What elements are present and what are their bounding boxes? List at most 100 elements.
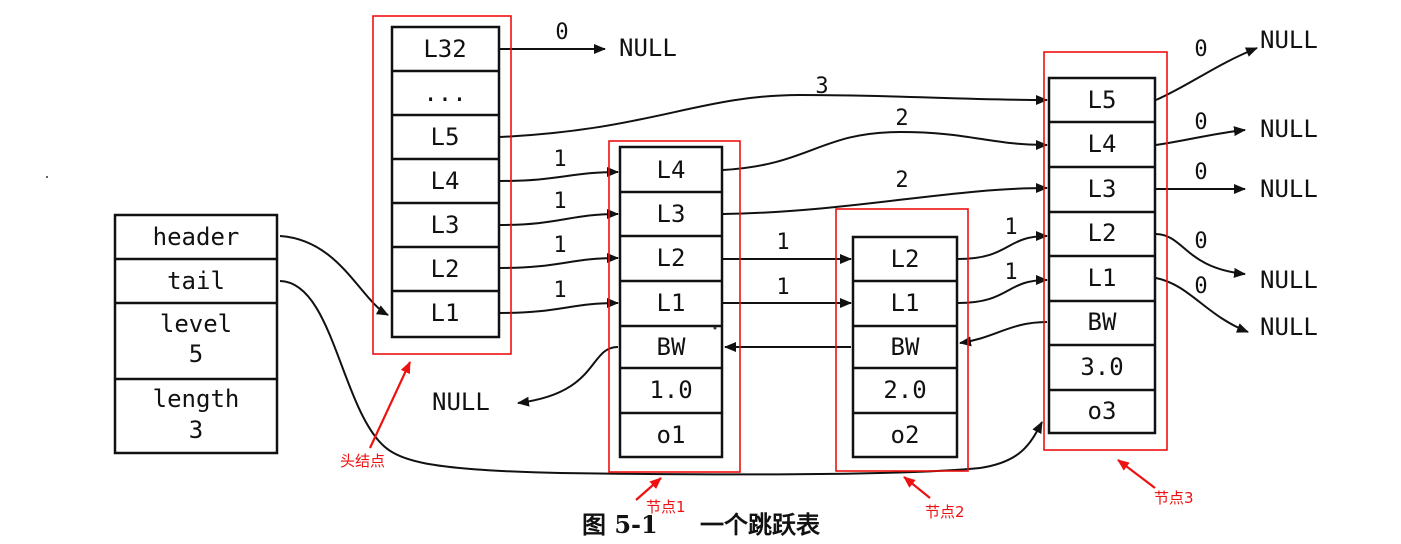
annotations bbox=[369, 15, 1168, 501]
header-level-L2: L2 bbox=[431, 255, 460, 283]
node-3: L5 L4 L3 L2 L1 BW 3.0 o3 bbox=[1047, 76, 1157, 435]
node3-level-L5: L5 bbox=[1088, 86, 1117, 114]
header-level-L1: L1 bbox=[431, 299, 460, 327]
arrow-list-tail bbox=[279, 280, 1043, 476]
node1-obj: o1 bbox=[657, 421, 686, 449]
arrow-list-header bbox=[279, 235, 389, 316]
arrow-node3-bw-node2 bbox=[959, 321, 1048, 347]
annotation-label-node2: 节点2 bbox=[925, 503, 965, 521]
node1-score: 1.0 bbox=[649, 376, 692, 404]
null-node3-L5: NULL bbox=[1260, 26, 1318, 54]
node1-level-L2: L2 bbox=[657, 244, 686, 272]
node3-level-L4: L4 bbox=[1088, 130, 1117, 158]
annotation-label-node3: 节点3 bbox=[1154, 489, 1194, 507]
caption-title: 一个跳跃表 bbox=[700, 510, 821, 539]
header-level-L32: L32 bbox=[423, 35, 466, 63]
arrow-node1-L3-node3 bbox=[722, 183, 1048, 215]
arrow-header-L5-node3 bbox=[499, 93, 1048, 138]
annotation-labels: 头结点 节点1 节点2 节点3 bbox=[340, 452, 1194, 521]
level-field-label: level bbox=[160, 310, 232, 338]
length-field-label: length bbox=[153, 385, 240, 413]
node-2: L2 L1 BW 2.0 o2 bbox=[851, 235, 959, 459]
annotation-box-node1 bbox=[608, 140, 741, 473]
header-node: L32 ... L5 L4 L3 L2 L1 bbox=[390, 25, 501, 339]
span-node1-L4: 2 bbox=[895, 106, 908, 131]
arrow-node3-L1-null bbox=[1155, 277, 1249, 333]
arrow-node1-L4-node3 bbox=[722, 130, 1048, 171]
node3-level-L3: L3 bbox=[1088, 175, 1117, 203]
annotation-box-node3 bbox=[1043, 51, 1168, 451]
node2-backward: BW bbox=[891, 333, 920, 361]
null-header-L32: NULL bbox=[619, 34, 677, 62]
null-node1-bw: NULL bbox=[432, 388, 490, 416]
annotation-box-header bbox=[372, 15, 512, 355]
arrow-node2-L1-node3 bbox=[957, 275, 1048, 304]
span-header-L1: 1 bbox=[553, 278, 566, 303]
arrow-header-L1-node1 bbox=[499, 298, 619, 314]
scan-speck bbox=[713, 326, 717, 330]
span-node2-L2: 1 bbox=[1004, 215, 1017, 240]
span-node3-L3: 0 bbox=[1194, 160, 1207, 185]
figure-caption: 图 5-1 一个跳跃表 bbox=[582, 510, 821, 539]
node-1: L4 L3 L2 L1 BW 1.0 o1 bbox=[618, 145, 724, 459]
null-node3-L2: NULL bbox=[1260, 266, 1318, 294]
node3-level-L2: L2 bbox=[1088, 219, 1117, 247]
span-node3-L4: 0 bbox=[1194, 110, 1207, 135]
span-header-L32: 0 bbox=[555, 20, 568, 45]
arrow-node2-L2-node3 bbox=[957, 231, 1048, 260]
span-header-L4: 1 bbox=[553, 147, 566, 172]
header-level-L4: L4 bbox=[431, 167, 460, 195]
span-labels: 0 3 1 1 1 1 2 2 1 1 1 1 0 0 0 0 0 bbox=[553, 20, 1207, 303]
null-node3-L3: NULL bbox=[1260, 175, 1318, 203]
node2-obj: o2 bbox=[891, 421, 920, 449]
arrow-node3-L4-null bbox=[1155, 126, 1246, 146]
annotation-arrow-header bbox=[369, 361, 411, 449]
span-node2-L1: 1 bbox=[1004, 260, 1017, 285]
span-node3-L1: 0 bbox=[1194, 274, 1207, 299]
node3-score: 3.0 bbox=[1080, 353, 1123, 381]
span-header-L5: 3 bbox=[815, 74, 828, 99]
annotation-label-header: 头结点 bbox=[340, 452, 385, 470]
null-node3-L1: NULL bbox=[1260, 313, 1318, 341]
arrow-node3-L2-null bbox=[1155, 233, 1246, 278]
span-node3-L2: 0 bbox=[1194, 229, 1207, 254]
annotation-box-node2 bbox=[835, 208, 969, 472]
node3-level-L1: L1 bbox=[1088, 264, 1117, 292]
node3-backward: BW bbox=[1088, 308, 1117, 336]
span-node1-L1: 1 bbox=[776, 275, 789, 300]
length-field-value: 3 bbox=[189, 416, 203, 444]
arrow-header-L2-node1 bbox=[499, 253, 619, 269]
span-node1-L2: 1 bbox=[776, 230, 789, 255]
annotation-label-node1: 节点1 bbox=[646, 498, 686, 516]
annotation-arrow-node1 bbox=[635, 477, 662, 501]
header-level-L5: L5 bbox=[431, 123, 460, 151]
zskiplist-struct: header tail level 5 length 3 bbox=[113, 213, 279, 455]
null-node3-L4: NULL bbox=[1260, 115, 1318, 143]
node3-obj: o3 bbox=[1088, 397, 1117, 425]
span-node3-L5: 0 bbox=[1194, 37, 1207, 62]
scan-speck bbox=[46, 176, 48, 178]
level-field-value: 5 bbox=[189, 340, 203, 368]
annotation-arrow-node3 bbox=[1117, 459, 1156, 489]
tail-field: tail bbox=[167, 267, 225, 295]
arrow-header-L4-node1 bbox=[499, 167, 619, 182]
span-header-L3: 1 bbox=[553, 189, 566, 214]
header-level-L3: L3 bbox=[431, 211, 460, 239]
null-labels: NULL NULL NULL NULL NULL NULL NULL bbox=[432, 26, 1318, 416]
header-field: header bbox=[153, 223, 240, 251]
node1-level-L1: L1 bbox=[657, 289, 686, 317]
header-level-ellipsis: ... bbox=[423, 79, 466, 107]
span-header-L2: 1 bbox=[553, 233, 566, 258]
caption-figure-number: 图 5-1 bbox=[582, 510, 658, 539]
node1-backward: BW bbox=[657, 333, 686, 361]
node1-level-L4: L4 bbox=[657, 156, 686, 184]
forward-pointers bbox=[499, 44, 1258, 333]
span-node1-L3: 2 bbox=[895, 168, 908, 193]
node2-level-L2: L2 bbox=[891, 245, 920, 273]
arrow-header-L3-node1 bbox=[499, 209, 619, 226]
node2-level-L1: L1 bbox=[891, 289, 920, 317]
arrow-node1-bw-null bbox=[517, 346, 619, 407]
node1-level-L3: L3 bbox=[657, 200, 686, 228]
node2-score: 2.0 bbox=[883, 376, 926, 404]
